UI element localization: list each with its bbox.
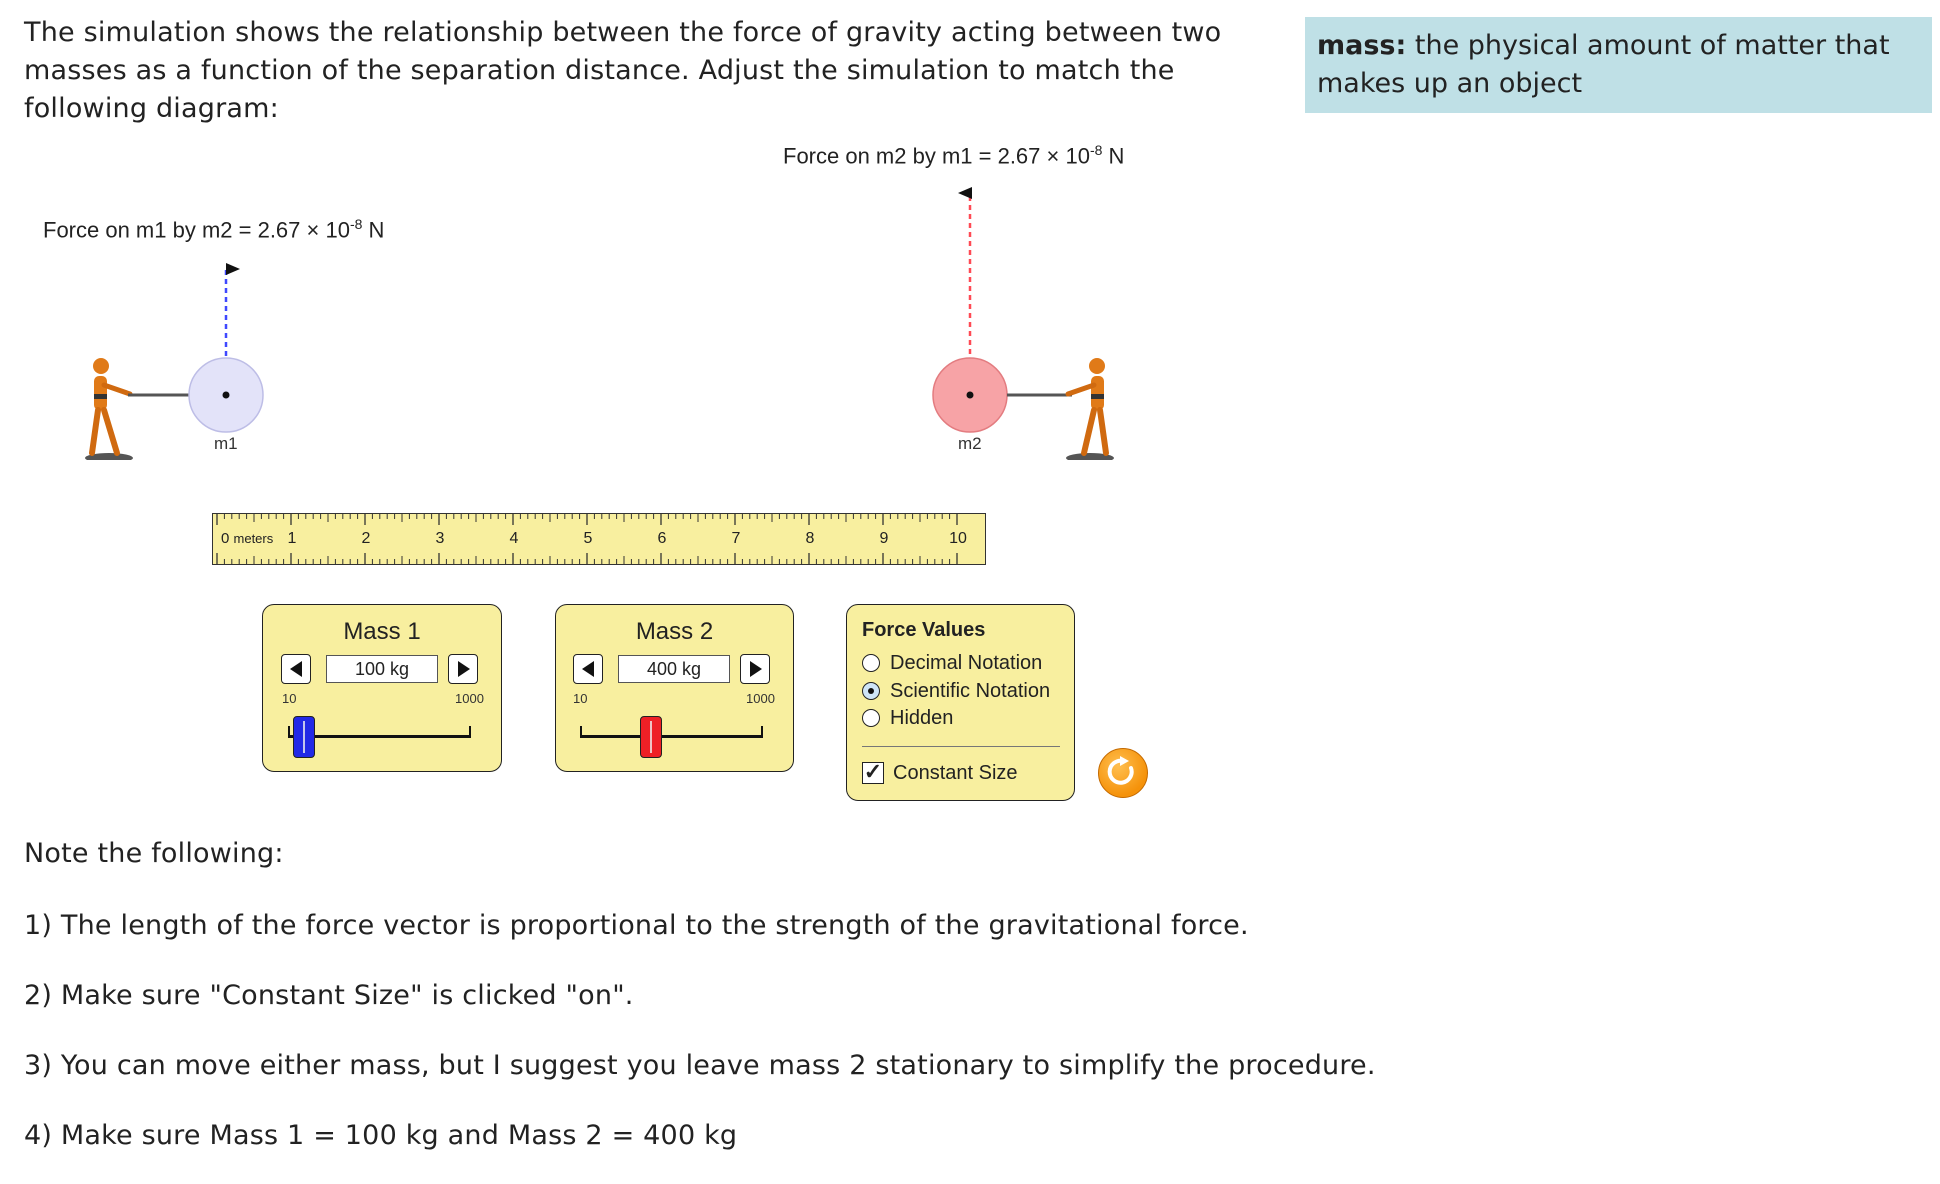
radio-hidden-button[interactable] (862, 709, 880, 727)
force-on-m2-label: Force on m2 by m1 = 2.67 × 10-8 N (783, 142, 1124, 169)
ruler-tick-label: 10 (949, 530, 967, 547)
constant-size-checkbox[interactable]: ✓ (862, 759, 884, 784)
mass2-label: m2 (958, 434, 982, 453)
constant-size-checkbox-row[interactable]: ✓ Constant Size (862, 760, 1018, 786)
mass1-control-panel: Mass 1 100 kg 10 1000 (262, 604, 502, 772)
force-values-title: Force Values (862, 619, 986, 641)
ruler-tick-label: 4 (509, 530, 519, 547)
radio-scientific-notation[interactable]: Scientific Notation (862, 678, 1050, 704)
definition-text: the physical amount of matter that makes… (1317, 30, 1890, 99)
reset-icon (1107, 755, 1134, 785)
mass1-center (222, 391, 230, 399)
ruler-tick-label: 5 (583, 530, 593, 547)
note-item-4: 4) Make sure Mass 1 = 100 kg and Mass 2 … (24, 1120, 738, 1151)
radio-decimal-notation[interactable]: Decimal Notation (862, 650, 1042, 676)
ruler-ticks (215, 512, 958, 565)
note-item-1: 1) The length of the force vector is pro… (24, 910, 1249, 941)
mass2-slider-max-tick (761, 726, 763, 736)
mass1-decrease-button[interactable] (281, 654, 311, 684)
notes-heading: Note the following: (24, 838, 284, 869)
ruler[interactable]: 0 meters 1 2 3 4 5 6 7 8 9 10 (212, 512, 986, 565)
force-on-m1-exponent: -8 (349, 216, 363, 232)
force-vector-m1-arrowhead (226, 263, 240, 275)
constant-size-label: Constant Size (893, 762, 1018, 784)
mass2-slider-track[interactable] (580, 735, 763, 738)
force-on-m2-text: Force on m2 by m1 = 2.67 × 10 (783, 143, 1090, 169)
force-on-m1-label: Force on m1 by m2 = 2.67 × 10-8 N (43, 216, 384, 243)
intro-paragraph: The simulation shows the relationship be… (24, 17, 1222, 124)
ruler-tick-label: 8 (805, 530, 815, 547)
simulation-scene (85, 187, 1114, 460)
right-puppet-icon[interactable] (1065, 358, 1114, 460)
ruler-tick-label: 6 (657, 530, 667, 547)
force-values-divider (862, 746, 1060, 747)
mass2-value-field[interactable]: 400 kg (618, 655, 730, 683)
mass1-panel-title: Mass 1 (343, 618, 421, 645)
ruler-zero-label: 0 meters (221, 530, 273, 547)
mass2-panel-title: Mass 2 (635, 618, 714, 645)
ruler-tick-label: 2 (361, 530, 371, 547)
mass1-slider-max-tick (469, 726, 471, 736)
radio-decimal-button[interactable] (862, 654, 880, 672)
left-puppet-icon[interactable] (85, 358, 133, 460)
mass2-slider-min-tick (580, 726, 582, 736)
mass1-max-label: 1000 (455, 691, 484, 706)
definition-term: mass: (1317, 30, 1407, 61)
mass2-min-label: 10 (573, 691, 588, 706)
mass2-center (966, 391, 974, 399)
force-values-panel: Force Values Decimal Notation Scientific… (846, 604, 1075, 801)
force-on-m2-exponent: -8 (1089, 142, 1103, 158)
ruler-tick-label: 1 (287, 530, 297, 547)
mass1-slider-min-tick (288, 726, 290, 736)
mass2-max-label: 1000 (746, 691, 775, 706)
force-vector-m2-arrowhead (958, 187, 972, 199)
mass1-slider-track[interactable] (288, 735, 471, 738)
ruler-tick-label: 3 (435, 530, 445, 547)
mass1-label: m1 (214, 434, 238, 453)
ruler-tick-label: 9 (879, 530, 889, 547)
definition-box: mass: the physical amount of matter that… (1305, 17, 1932, 113)
radio-scientific-label: Scientific Notation (890, 680, 1051, 702)
mass2-decrease-button[interactable] (573, 654, 603, 684)
ruler-unit: meters (233, 531, 274, 546)
mass1-min-label: 10 (282, 691, 297, 706)
radio-decimal-label: Decimal Notation (890, 652, 1043, 674)
force-on-m1-unit: N (362, 217, 385, 243)
ruler-tick-label: 7 (731, 530, 741, 547)
mass2-increase-button[interactable] (740, 654, 770, 684)
radio-hidden[interactable]: Hidden (862, 705, 953, 731)
force-on-m2-unit: N (1102, 143, 1125, 169)
note-item-2: 2) Make sure "Constant Size" is clicked … (24, 980, 634, 1011)
radio-hidden-label: Hidden (890, 707, 954, 729)
force-on-m1-text: Force on m1 by m2 = 2.67 × 10 (43, 217, 350, 243)
mass1-slider-thumb[interactable] (293, 716, 316, 758)
radio-scientific-button[interactable] (862, 682, 880, 700)
note-item-3: 3) You can move either mass, but I sugge… (24, 1050, 1376, 1081)
mass2-slider-thumb[interactable] (640, 716, 663, 758)
mass1-increase-button[interactable] (448, 654, 478, 684)
ruler-zero: 0 (221, 530, 230, 547)
gravity-simulation: Force on m2 by m1 = 2.67 × 10-8 N Force … (0, 130, 1180, 810)
mass1-value-field[interactable]: 100 kg (326, 655, 438, 683)
reset-button[interactable] (1098, 748, 1148, 798)
mass2-control-panel: Mass 2 400 kg 10 1000 (555, 604, 794, 772)
